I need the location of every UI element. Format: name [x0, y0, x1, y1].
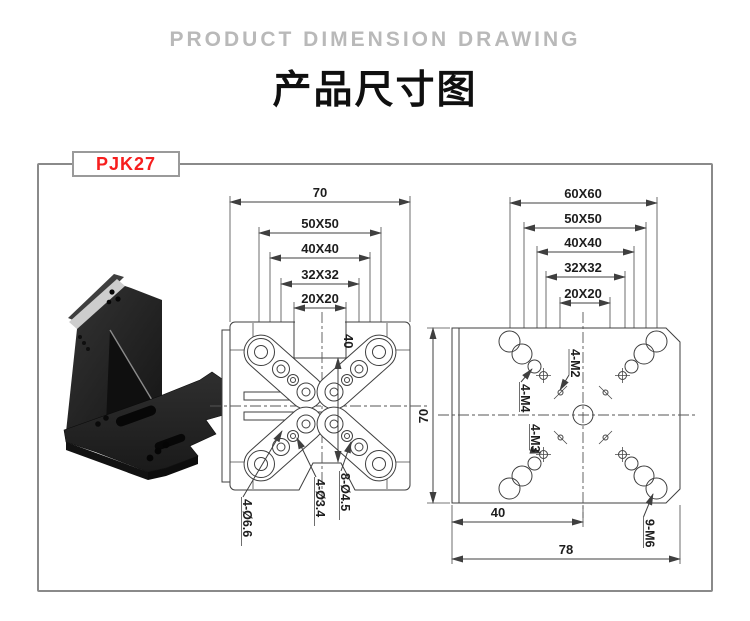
front-callout-d4-5: 8-Ø4.5 [338, 473, 352, 511]
bracket-hole [78, 335, 82, 339]
model-label-box: PJK27 [72, 151, 180, 177]
back-dim-20x20: 20X20 [564, 286, 602, 301]
bracket-base-edge-left [66, 442, 148, 480]
bracket-hole [95, 421, 101, 427]
bracket-hole [146, 454, 154, 462]
back-dim-60x60: 60X60 [564, 186, 602, 201]
front-view: 70 50X50 40X40 32X32 20X20 [210, 185, 430, 546]
front-dim-20x20: 20X20 [301, 291, 339, 306]
bracket-rib [106, 330, 158, 424]
back-plate-outline [451, 327, 681, 504]
front-dim-40x40: 40X40 [301, 241, 339, 256]
product-photo [63, 274, 239, 480]
bracket-rib-edge [109, 329, 159, 411]
bracket-slot-1 [115, 405, 157, 427]
front-callout-d6-6: 4-Ø6.6 [240, 499, 254, 537]
front-callout-d3-4: 4-Ø3.4 [313, 479, 327, 517]
back-dim-50x50: 50X50 [564, 211, 602, 226]
bracket-hole [103, 415, 109, 421]
back-dim-40x40: 40X40 [564, 235, 602, 250]
front-dim-v40: 40 [341, 334, 356, 348]
page-title-zh: 产品尺寸图 [272, 69, 478, 112]
back-center-hole [572, 404, 594, 426]
bracket-hole [109, 289, 115, 295]
bracket-base-edge-right [148, 456, 198, 480]
back-callout-m6: 9-M6 [643, 519, 657, 548]
back-callout-m2: 4-M2 [568, 349, 582, 378]
bracket-hole [162, 441, 170, 449]
back-hole-pattern [498, 330, 668, 500]
back-dim-78: 78 [559, 542, 573, 557]
bracket-hole [115, 296, 121, 302]
back-view: 60X60 50X50 40X40 32X32 20X20 [416, 186, 696, 564]
front-dim-70: 70 [313, 185, 327, 200]
back-dim-70: 70 [416, 409, 431, 423]
page-title-en: PRODUCT DIMENSION DRAWING [169, 28, 581, 51]
front-dim-32x32: 32X32 [301, 267, 339, 282]
back-callout-m4: 4-M4 [518, 384, 532, 413]
back-dim-40: 40 [491, 505, 505, 520]
bracket-hole [86, 347, 90, 351]
bracket-slot-2 [154, 433, 186, 451]
bracket-hole [106, 299, 112, 305]
back-dim-32x32: 32X32 [564, 260, 602, 275]
back-callout-m3: 4-M3 [528, 424, 542, 453]
bracket-hole [82, 341, 86, 345]
model-label: PJK27 [95, 153, 157, 174]
bracket-hole [154, 447, 162, 455]
front-dim-50x50: 50X50 [301, 216, 339, 231]
bracket-base [63, 371, 239, 473]
